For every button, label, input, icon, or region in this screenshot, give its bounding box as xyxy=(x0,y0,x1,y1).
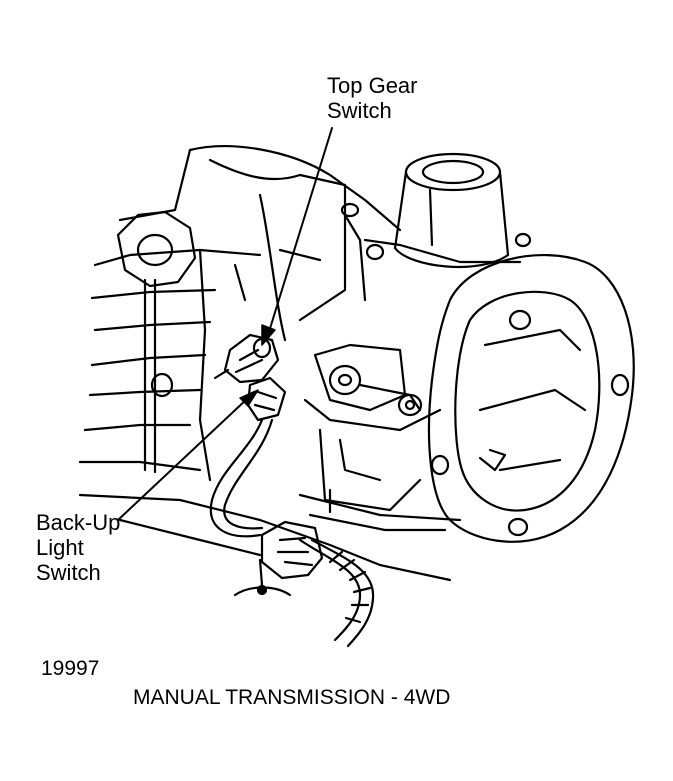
harness-connector xyxy=(233,520,324,597)
arrowhead-backup xyxy=(239,389,259,407)
arrowhead-top-gear xyxy=(261,324,276,346)
mount-bracket xyxy=(298,488,462,532)
leader-line-top-gear xyxy=(267,127,333,336)
side-bolt xyxy=(143,278,174,474)
hex-bolt-upper-left xyxy=(116,210,197,288)
backup-label-line1: Back-Up xyxy=(36,510,121,535)
leader-line-backup xyxy=(117,397,249,521)
top-gear-switch xyxy=(213,333,280,384)
figure-number: 19997 xyxy=(41,657,100,680)
figure-caption: MANUAL TRANSMISSION - 4WD xyxy=(133,686,451,709)
backup-label-line3: Switch xyxy=(36,560,101,585)
top-gear-label-line2: Switch xyxy=(327,98,392,123)
shift-tower xyxy=(340,152,532,269)
backup-light-switch xyxy=(246,376,287,422)
transmission-case xyxy=(78,145,452,582)
backup-light-switch-label: Back-Up Light Switch xyxy=(36,510,120,585)
shift-shaft xyxy=(303,343,442,512)
wiring-harness xyxy=(209,418,375,648)
bell-housing xyxy=(427,254,635,543)
top-gear-label-line1: Top Gear xyxy=(327,73,418,98)
backup-label-line2: Light xyxy=(36,535,84,560)
top-gear-switch-label: Top Gear Switch xyxy=(327,73,418,123)
